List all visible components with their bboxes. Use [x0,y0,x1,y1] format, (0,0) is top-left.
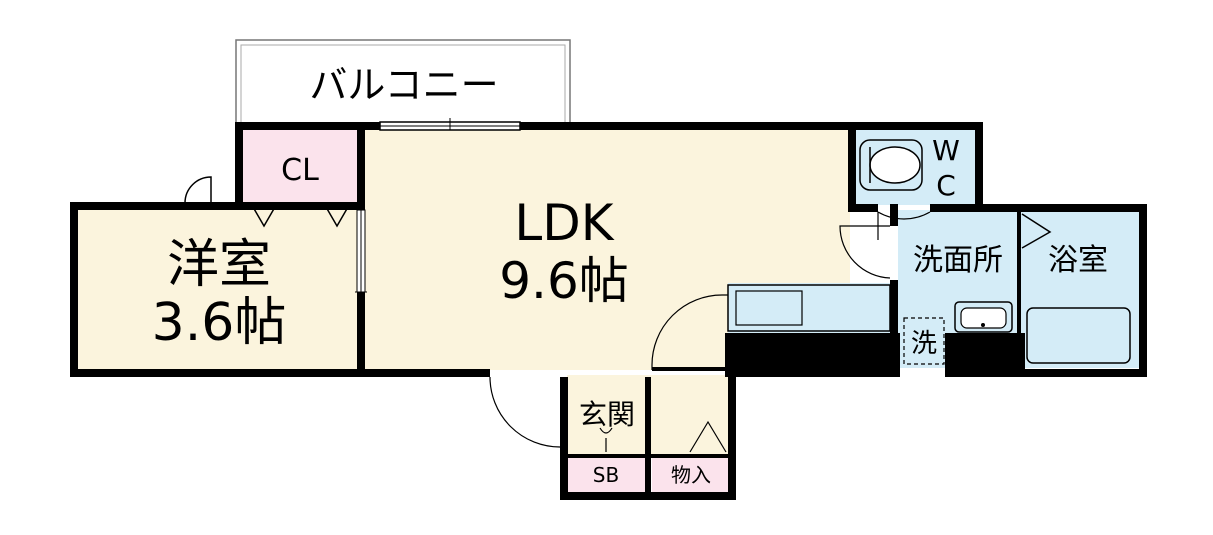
western-room-size: 3.6帖 [152,293,287,353]
toilet-label-w: W [932,134,960,167]
washroom-label: 洗面所 [913,243,1003,278]
western-room-floor [76,207,363,370]
washer-label: 洗 [911,329,937,359]
bathroom-label: 浴室 [1048,243,1108,278]
balcony-label: バルコニー [309,63,498,107]
shoe-box-label: SB [593,463,619,487]
toilet-fixture [859,139,923,191]
balcony-window [379,118,521,131]
ldk-entrance-door [651,294,728,370]
closet-doors [252,206,349,228]
toilet-label-c: C [936,169,956,202]
balcony: バルコニー [235,39,571,125]
western-room-door [184,176,212,204]
kitchen-counter [727,284,891,332]
bathtub [1026,307,1131,364]
step-marker [599,427,613,452]
walls [70,122,1147,500]
washroom-door [839,225,891,279]
entrance-label: 玄関 [579,398,635,431]
closet-label: CL [281,153,319,188]
front-door [489,376,561,448]
sliding-partition [355,209,367,293]
western-room-name: 洋室 [167,235,271,295]
washing-machine-space: 洗 [903,317,945,365]
storage-label: 物入 [671,463,711,487]
bathroom-door [1021,213,1052,249]
closet-floor [242,129,358,204]
storage-floor [652,458,730,493]
storage-door-marker [689,420,727,453]
shoe-box-floor [567,458,645,493]
washbasin [954,301,1013,333]
ldk-name: LDK [514,194,614,252]
ldk-size: 9.6帖 [499,252,629,310]
